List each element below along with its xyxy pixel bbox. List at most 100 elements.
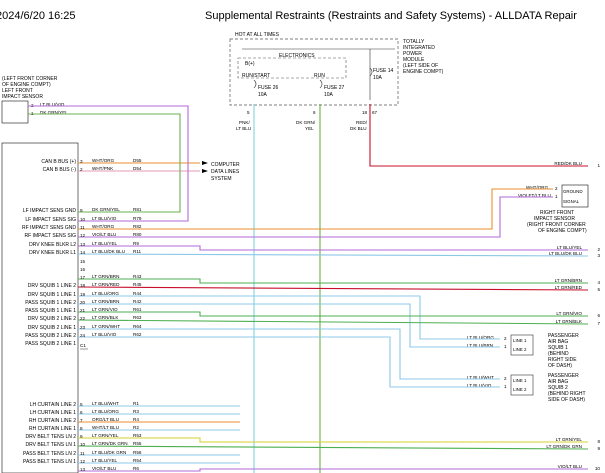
wire-lf-sig	[28, 105, 189, 222]
module-pin-number: 2	[80, 167, 83, 172]
right-wire-ref: 3	[597, 253, 600, 258]
rf-wire-1: WHT/ORG	[526, 185, 549, 190]
module-pin-number: 13	[80, 467, 86, 472]
tipm-pin-18: 18	[362, 110, 368, 115]
fuse27-symbol	[319, 79, 323, 89]
rf-desc-1: RIGHT FRONT	[540, 210, 574, 216]
module-pin-label: DRV BELT TENS LN 2	[26, 434, 77, 440]
electronics-box	[237, 57, 347, 79]
rf-wire-2: VIOLET/LT BLU	[518, 193, 551, 198]
right-wire-ref: 9	[597, 446, 600, 451]
tipm: HOT AT ALL TIMES ELECTRONICS B(+) RUN/ST…	[229, 32, 444, 131]
module-pin-label: RH CURTAIN LINE 1	[29, 426, 76, 432]
computer-data-lines: COMPUTER DATA LINES SYSTEM	[202, 161, 240, 182]
module-circuit-id: R61	[133, 307, 142, 312]
pab2-desc-4: (BEHIND RIGHT	[548, 391, 586, 397]
right-wire-color: LT GRN/RED	[555, 285, 583, 290]
module-pin-number: 9	[80, 208, 83, 213]
module-pin-row: 15	[80, 259, 86, 264]
pab1-desc-1: PASSENGER	[548, 333, 579, 339]
right-wire-ref: 8	[597, 439, 600, 444]
module-pin-number: 24	[80, 333, 86, 338]
pab2-pin-2: 2	[504, 376, 507, 381]
module-circuit-id: R80	[133, 232, 142, 237]
module-wire-color: WHT/ORG	[92, 224, 115, 229]
module-pin-row: PASS SQUIB 2 LINE 1	[25, 341, 76, 347]
module-pin-label: PASS BELT TENS LN 1	[23, 459, 76, 465]
page-title: Supplemental Restraints (Restraints and …	[205, 10, 577, 22]
right-wire-color: VIO/LT BLU	[558, 464, 582, 469]
wire-pass-sq2-l2	[78, 328, 500, 380]
module-circuit-id: R43	[133, 274, 142, 279]
tipm-wire-3a: RED/	[356, 120, 368, 125]
module-circuit-id: R81	[133, 207, 142, 212]
module-pin-number: 22	[80, 316, 86, 321]
pab2-wire-2: LT BLU/VIO	[467, 383, 492, 388]
fuse27-name: FUSE 27	[324, 85, 345, 91]
module-wire-color: WHT/PNK	[92, 166, 114, 171]
module-wire-color: LT BLU/VIO	[92, 332, 117, 337]
module-circuit-id: R79	[133, 216, 142, 221]
module-circuit-id: D54	[133, 166, 142, 171]
rf-box-ground: GROUND	[563, 189, 583, 194]
module-circuit-id: R11	[133, 249, 142, 254]
lf-desc-1: (LEFT FRONT CORNER	[2, 76, 58, 82]
module-pin-label: RF IMPACT SENS GND	[22, 225, 76, 231]
pab1-pin-2: 2	[504, 336, 507, 341]
rf-desc-3: (RIGHT FRONT CORNER	[527, 222, 586, 228]
b-plus-label: B(+)	[245, 61, 255, 67]
module-pin-label: PASS SQUIB 1 LINE 1	[25, 308, 76, 314]
module-pin-label: PASS SQUIB 1 LINE 2	[25, 300, 76, 306]
pab2-box	[510, 374, 534, 396]
right-wire-color: LT GRN/DK GRN	[546, 444, 582, 449]
module-circuit-id: R44	[133, 291, 142, 296]
wire-knee-l1	[77, 253, 589, 257]
pab1-desc-4: (BEHIND	[548, 351, 569, 357]
fuse26-amps: 10A	[258, 92, 268, 98]
module-pin-label: DRV SQUIB 1 LINE 1	[28, 292, 76, 298]
module-pin-label: DRV BELT TENS LN 1	[26, 442, 77, 448]
pab1-desc-6: OF DASH)	[548, 363, 572, 369]
pab1-line2: LINE 2	[513, 347, 527, 352]
passenger-airbag-squib-1: LINE 1 LINE 2 2 1 LT BLU/ORG LT BLU/BRN …	[467, 333, 579, 369]
module-pin-number: 18	[80, 283, 86, 288]
lf-wire-1: LT BLU/VIO	[40, 102, 65, 107]
module-pin-number: 11	[80, 225, 85, 230]
pab2-desc-2: AIR BAG	[548, 379, 568, 385]
tipm-desc-1: TOTALLY	[403, 39, 425, 45]
module-circuit-id: R55	[133, 441, 142, 446]
pab1-desc-5: RIGHT SIDE	[548, 357, 577, 363]
module-pin-label: RH CURTAIN LINE 2	[29, 418, 76, 424]
module-pin-label: RF IMPACT SENS SIG	[25, 233, 77, 239]
run-label: RUN	[314, 73, 325, 79]
pab1-desc-2: AIR BAG	[548, 339, 568, 345]
module-pin-label: CAN B BUS (-)	[43, 167, 77, 173]
module-wire-color: LT GRN/BLK	[92, 315, 119, 320]
wire-vio-ltblu	[78, 468, 588, 472]
arrow-1	[202, 161, 208, 165]
tipm-wire-2b: YEL	[305, 126, 314, 131]
right-wire-ref: 4	[597, 280, 600, 285]
module-pin-number: 15	[80, 259, 86, 264]
tipm-wire-2a: DK GRN/	[296, 120, 316, 125]
module-wire-color: LT GRN/BRN	[92, 299, 119, 304]
module-pin-label: DRV SQUIB 1 LINE 2	[28, 283, 76, 289]
module-circuit-id: R45	[133, 282, 142, 287]
pab2-line2: LINE 2	[513, 387, 527, 392]
fuse14-name: FUSE 14	[373, 68, 394, 74]
tipm-desc-3: POWER	[403, 51, 422, 57]
module-pin-number: 14	[80, 250, 86, 255]
module-wire-color: LT GRN/WHT	[92, 324, 120, 329]
